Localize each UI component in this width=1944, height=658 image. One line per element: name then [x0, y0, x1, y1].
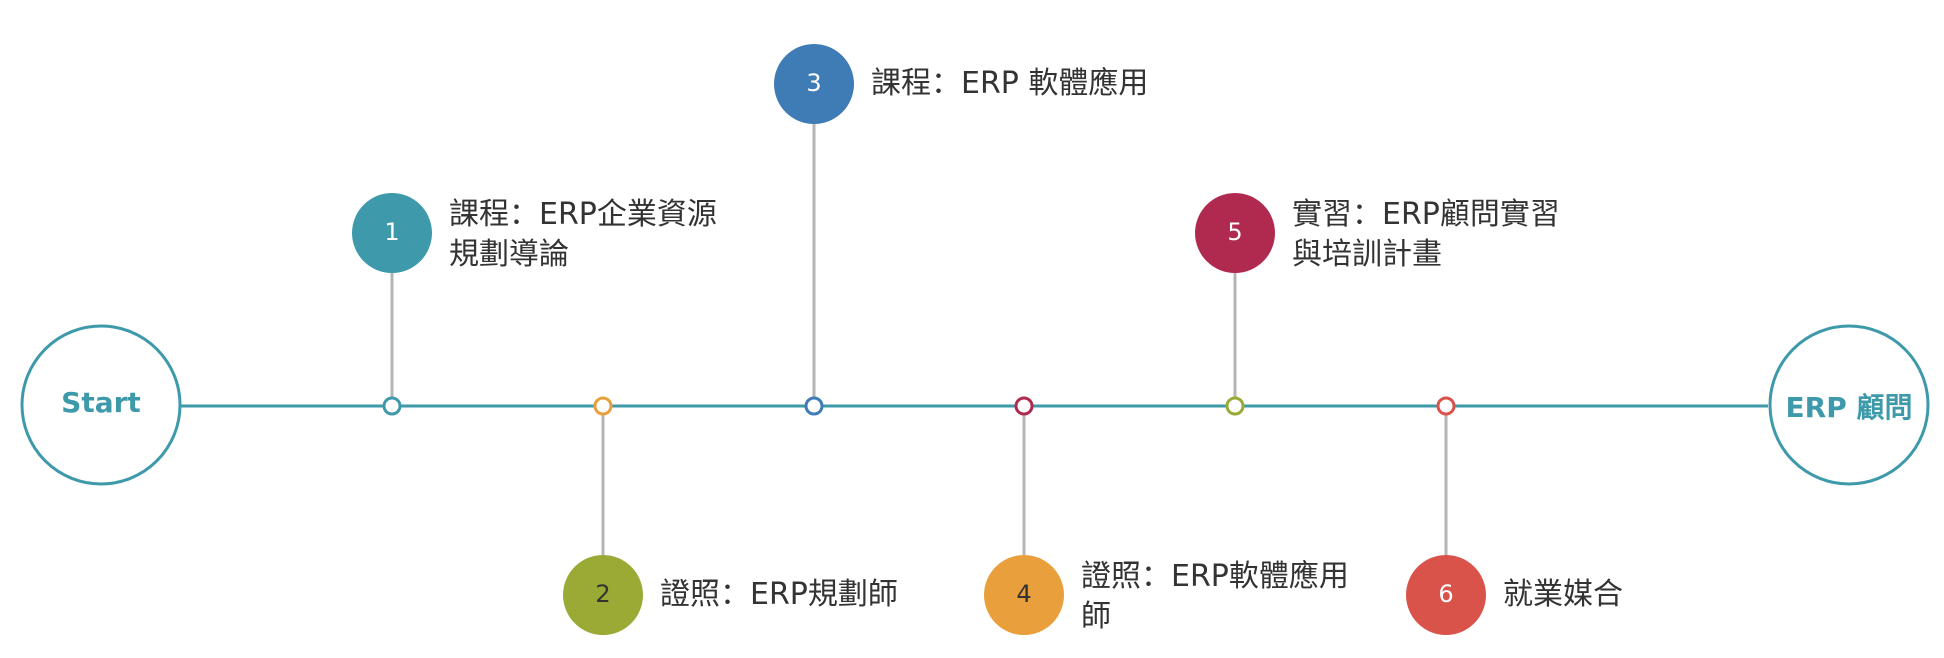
step-label: 證照：ERP軟體應用 師: [1081, 559, 1349, 634]
timeline-marker: [593, 396, 613, 416]
step-label: 實習：ERP顧問實習 與培訓計畫: [1292, 197, 1560, 272]
step-circle: [774, 44, 854, 124]
step-number: 1: [384, 218, 400, 246]
step-circle: [563, 555, 643, 635]
step-number: 5: [1227, 218, 1243, 246]
step-circle: [352, 193, 432, 273]
step-number: 3: [806, 69, 822, 97]
end-node: [1768, 324, 1930, 486]
timeline-marker: [382, 396, 402, 416]
timeline-marker: [804, 396, 824, 416]
timeline-marker: [1014, 396, 1034, 416]
step-number: 2: [595, 580, 611, 608]
timeline-marker: [1225, 396, 1245, 416]
step-label: 證照：ERP規劃師: [660, 577, 898, 612]
step-number: 6: [1438, 580, 1454, 608]
start-node: [20, 324, 182, 486]
step-circle: [1406, 555, 1486, 635]
step-label: 課程：ERP 軟體應用: [871, 66, 1149, 101]
step-label: 就業媒合: [1503, 577, 1623, 612]
end-label: ERP 顧問: [1785, 391, 1913, 424]
timeline-marker: [1436, 396, 1456, 416]
step-circle: [1195, 193, 1275, 273]
start-label: Start: [61, 386, 141, 419]
step-circle: [984, 555, 1064, 635]
step-label: 課程：ERP企業資源 規劃導論: [449, 197, 717, 272]
step-number: 4: [1016, 580, 1032, 608]
